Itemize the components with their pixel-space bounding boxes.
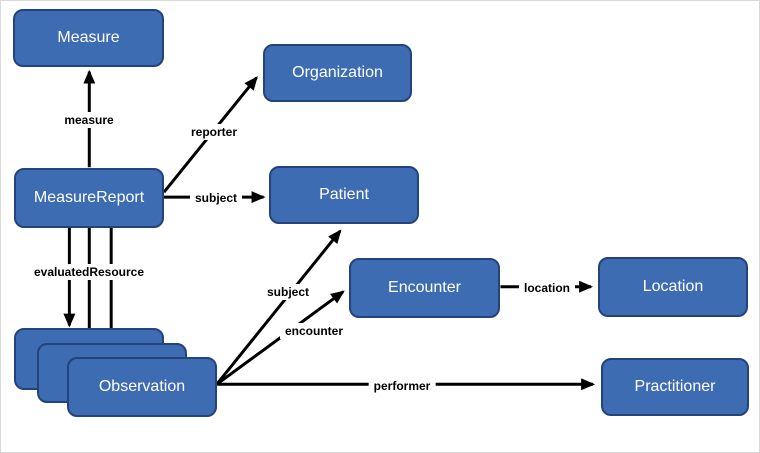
node-encounter: Encounter bbox=[349, 258, 500, 318]
edge-label-subject: subject bbox=[189, 190, 243, 206]
edge-label-reporter: reporter bbox=[185, 124, 243, 140]
node-measure-report: MeasureReport bbox=[14, 168, 164, 228]
edge-label-evaluated-resource: evaluatedResource bbox=[28, 264, 150, 280]
edge-label-location: location bbox=[518, 280, 576, 296]
edge-encounter-line bbox=[215, 290, 345, 386]
node-practitioner: Practitioner bbox=[601, 358, 749, 416]
node-location: Location bbox=[598, 257, 748, 317]
node-measure: Measure bbox=[13, 9, 164, 67]
node-observation: Observation bbox=[67, 357, 217, 417]
node-organization: Organization bbox=[263, 44, 412, 102]
edge-label-encounter: encounter bbox=[279, 323, 349, 339]
edge-label-measure: measure bbox=[59, 112, 119, 128]
edge-label-performer: performer bbox=[368, 378, 436, 394]
node-patient: Patient bbox=[269, 166, 419, 224]
edge-observation-subject-line bbox=[215, 229, 342, 386]
edge-label-subject-2: subject bbox=[261, 284, 315, 300]
